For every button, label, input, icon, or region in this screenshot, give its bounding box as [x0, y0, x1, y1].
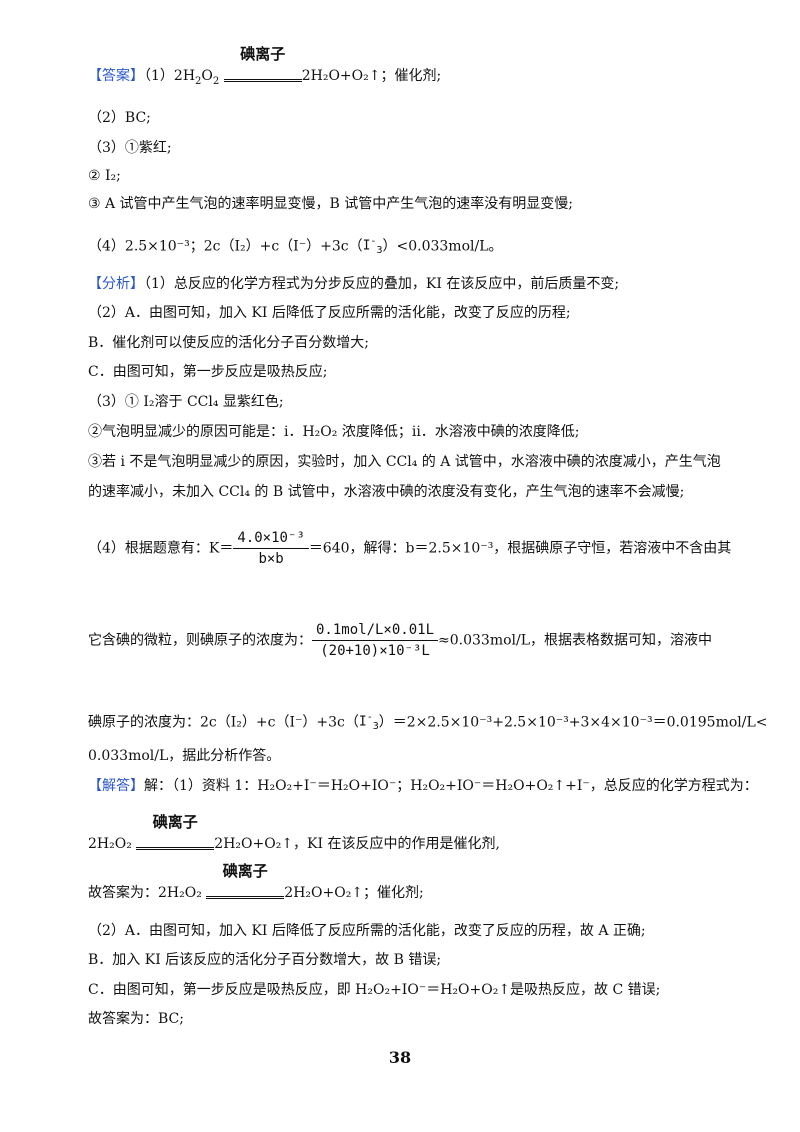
- catalyst-arrow: 碘离子: [223, 45, 302, 86]
- catalyst-label: 碘离子: [240, 45, 286, 63]
- analysis-line-1-text: （1）总反应的化学方程式为分步反应的叠加，KI 在该反应中，前后质量不变;: [144, 276, 620, 292]
- ion-main-2: I: [358, 714, 367, 730]
- analysis-line-7: ③若 i 不是气泡明显减少的原因，实验时，加入 CCl₄ 的 A 试管中，水溶液…: [88, 454, 721, 470]
- k-fraction-numerator: 4.0×10⁻³: [237, 530, 305, 546]
- solution-line-2: 2H₂O₂ 碘离子 2H₂O+O₂↑，KI 在该反应中的作用是催化剂,: [88, 813, 500, 854]
- ion-main: I: [362, 238, 371, 254]
- solution-tag: 【解答】: [88, 778, 144, 794]
- analysis-line-2: （2）A．由图可知，加入 KI 后降低了反应所需的活化能，改变了反应的历程;: [88, 305, 571, 321]
- solution-line-1-text: 解：（1）资料 1：H₂O₂+I⁻＝H₂O+IO⁻；H₂O₂+IO⁻＝H₂O+O…: [144, 778, 758, 794]
- analysis-line-11-pre: 碘原子的浓度为：2c（I₂）+c（I⁻）+3c（: [88, 714, 359, 731]
- answer-line-6-post: ）<0.033mol/L。: [382, 238, 503, 255]
- answer-line-2: （2）BC;: [88, 110, 151, 126]
- analysis-line-9-post: ＝640，解得：b＝2.5×10⁻³，根据碘原子守恒，若溶液中不含由其: [308, 540, 732, 557]
- analysis-line-8: 的速率减小，未加入 CCl₄ 的 B 试管中，水溶液中碘的浓度没有变化，产生气泡…: [88, 484, 685, 500]
- conc-fraction-numerator: 0.1mol/L×0.01L: [316, 622, 435, 638]
- analysis-line-11: 碘原子的浓度为：2c（I₂）+c（I⁻）+3c（I-3）＝2×2.5×10⁻³+…: [88, 712, 768, 733]
- solution-line-1: 【解答】解：（1）资料 1：H₂O₂+I⁻＝H₂O+IO⁻；H₂O₂+IO⁻＝H…: [88, 776, 758, 796]
- answer-line-6-pre: （4）2.5×10⁻³；2c（I₂）+c（I⁻）+3c（: [88, 238, 363, 255]
- catalyst-label-2: 碘离子: [152, 813, 198, 831]
- conc-fraction: 0.1mol/L×0.01L (20+10)×10⁻³L: [312, 620, 439, 661]
- catalyst-arrow-3: 碘离子: [206, 862, 285, 903]
- analysis-line-9-pre: （4）根据题意有：K＝: [88, 540, 234, 557]
- triiodide-ion-2: I-3: [359, 712, 379, 733]
- answer-line-3: （3）①紫红;: [88, 140, 172, 156]
- answer-eq-o: O: [201, 68, 213, 84]
- analysis-line-10: 它含碘的微粒，则碘原子的浓度为：0.1mol/L×0.01L (20+10)×10…: [88, 620, 712, 661]
- analysis-line-4: C．由图可知，第一步反应是吸热反应;: [88, 364, 328, 380]
- analysis-line-10-pre: 它含碘的微粒，则碘原子的浓度为：: [88, 632, 312, 649]
- catalyst-label-3: 碘离子: [222, 862, 268, 880]
- answer-line-6: （4）2.5×10⁻³；2c（I₂）+c（I⁻）+3c（I-3）<0.033mo…: [88, 236, 503, 257]
- analysis-line-9: （4）根据题意有：K＝4.0×10⁻³ b×b＝640，解得：b＝2.5×10⁻³…: [88, 528, 731, 569]
- solution-line-7: 故答案为：BC;: [88, 1011, 184, 1027]
- catalyst-arrow-2: 碘离子: [136, 813, 215, 854]
- analysis-line-1: 【分析】（1）总反应的化学方程式为分步反应的叠加，KI 在该反应中，前后质量不变…: [88, 274, 619, 294]
- solution-line-3: 故答案为：2H₂O₂ 碘离子 2H₂O+O₂↑；催化剂;: [88, 862, 424, 903]
- ion-sub-2: 3: [372, 720, 379, 732]
- page-number: 38: [388, 1048, 412, 1067]
- ion-sub: 3: [376, 244, 383, 256]
- solution-line-2-post: 2H₂O+O₂↑，KI 在该反应中的作用是催化剂,: [214, 836, 500, 852]
- solution-line-5: B．加入 KI 后该反应的活化分子百分数增大，故 B 错误;: [88, 952, 442, 968]
- k-fraction: 4.0×10⁻³ b×b: [233, 528, 309, 569]
- analysis-tag: 【分析】: [88, 276, 144, 292]
- solution-line-2-pre: 2H₂O₂: [88, 836, 132, 852]
- conc-fraction-denominator: (20+10)×10⁻³L: [312, 640, 439, 661]
- triiodide-ion: I-3: [363, 236, 383, 257]
- answer-tag: 【答案】: [88, 68, 144, 84]
- ion-charge: -: [370, 236, 377, 247]
- analysis-line-10-post: ≈0.033mol/L，根据表格数据可知，溶液中: [438, 632, 713, 649]
- solution-line-3-post: 2H₂O+O₂↑；催化剂;: [284, 885, 424, 901]
- analysis-line-3: B．催化剂可以使反应的活化分子百分数增大;: [88, 335, 370, 351]
- solution-line-4: （2）A．由图可知，加入 KI 后降低了反应所需的活化能，改变了反应的历程，故 …: [88, 923, 646, 939]
- solution-line-6: C．由图可知，第一步反应是吸热反应，即 H₂O₂+IO⁻＝H₂O+O₂↑是吸热反…: [88, 982, 661, 998]
- k-fraction-denominator: b×b: [233, 548, 309, 569]
- answer-eq-lead: （1）2H: [144, 68, 196, 84]
- solution-line-3-pre: 故答案为：2H₂O₂: [88, 885, 202, 901]
- analysis-line-6: ②气泡明显减少的原因可能是：i．H₂O₂ 浓度降低；ii．水溶液中碘的浓度降低;: [88, 424, 580, 440]
- ion-charge-2: -: [366, 712, 373, 723]
- analysis-line-12: 0.033mol/L，据此分析作答。: [88, 748, 281, 764]
- answer-line-5: ③ A 试管中产生气泡的速率明显变慢，B 试管中产生气泡的速率没有明显变慢;: [88, 196, 574, 212]
- answer-eq-tail: 2H₂O+O₂↑；催化剂;: [301, 68, 442, 84]
- analysis-line-11-post: ）＝2×2.5×10⁻³+2.5×10⁻³+3×4×10⁻³＝0.0195mol…: [378, 714, 768, 731]
- analysis-line-5: （3）① I₂溶于 CCl₄ 显紫红色;: [88, 394, 284, 410]
- answer-line-4: ② I₂;: [88, 168, 121, 184]
